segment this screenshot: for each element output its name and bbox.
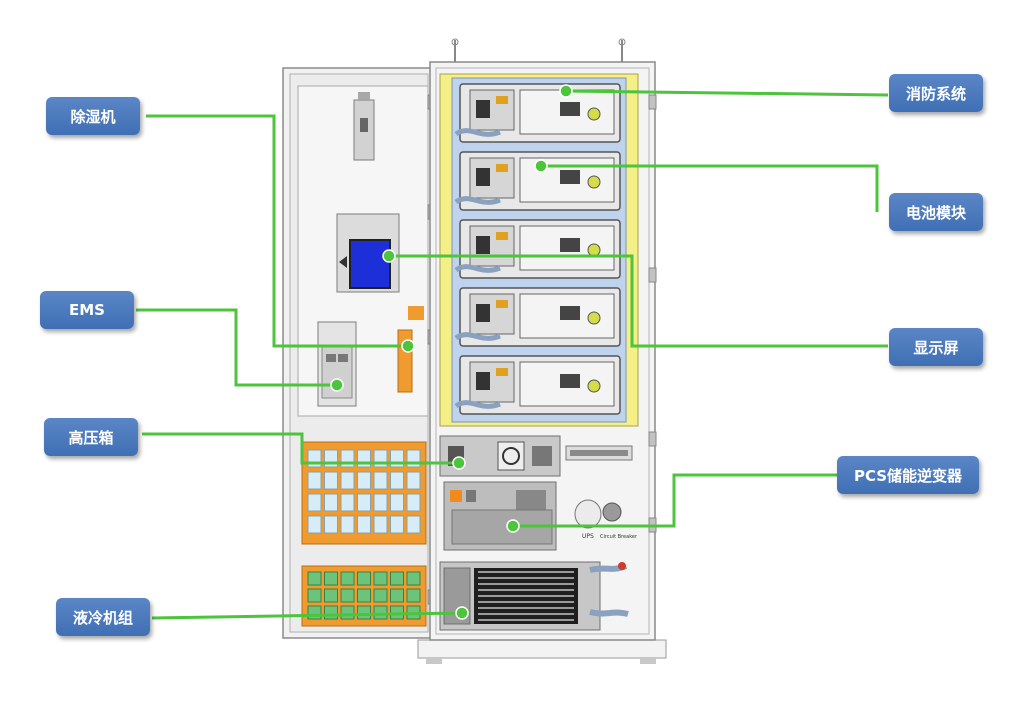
lifting-eye <box>618 38 626 62</box>
breaker-label: Circuit Breaker <box>600 534 638 540</box>
label-ems: EMS <box>40 291 134 329</box>
label-hv-box: 高压箱 <box>44 418 138 456</box>
label-pcs: PCS储能逆变器 <box>837 456 979 494</box>
dot <box>455 606 469 620</box>
hv-cell <box>340 515 355 534</box>
door-orange-bar <box>397 329 413 393</box>
hv-cell <box>307 493 322 512</box>
leader-battery-module <box>541 164 879 212</box>
hv-cell <box>307 515 322 534</box>
hv-cell <box>324 515 338 534</box>
hv-cell <box>406 493 421 512</box>
hv-cell <box>390 493 404 512</box>
label-dehumidifier: 除湿机 <box>46 97 140 135</box>
lc-cell <box>324 571 338 586</box>
hv-cell <box>390 515 404 534</box>
hv-cell <box>390 471 404 490</box>
lifting-eye <box>451 38 459 62</box>
lc-cell <box>373 605 388 620</box>
dot <box>534 159 548 173</box>
lc-cell <box>324 588 338 603</box>
lc-cell <box>357 605 371 620</box>
hv-cell <box>373 493 388 512</box>
dot <box>401 339 415 353</box>
dot <box>382 249 396 263</box>
leader-display <box>389 254 888 348</box>
cabinet-foot <box>640 658 656 664</box>
liquid-cooling-unit <box>439 561 629 631</box>
lc-cell <box>340 588 355 603</box>
hv-cell <box>324 471 338 490</box>
battery-module <box>454 83 621 143</box>
leader-hv-box <box>142 432 459 465</box>
dehumidifier-unit <box>353 92 375 161</box>
lc-cell <box>373 588 388 603</box>
hv-cell <box>307 471 322 490</box>
hv-cell <box>340 493 355 512</box>
hv-cell <box>373 471 388 490</box>
lc-cell <box>307 605 322 620</box>
hv-cell <box>406 471 421 490</box>
battery-rack <box>439 73 639 427</box>
lc-cell <box>357 571 371 586</box>
hv-cell <box>357 471 371 490</box>
display-unit <box>336 213 400 293</box>
leader-pcs <box>513 473 837 528</box>
dot <box>330 378 344 392</box>
lc-cell <box>307 571 322 586</box>
label-liquid-cooling: 液冷机组 <box>56 598 150 636</box>
leader-dots <box>330 84 573 620</box>
lc-cell <box>390 588 404 603</box>
leader-ems <box>136 308 337 387</box>
lc-cell <box>357 588 371 603</box>
dot <box>506 519 520 533</box>
hv-cell <box>373 515 388 534</box>
pcs-unit: UPS Circuit Breaker <box>439 435 638 551</box>
leader-lines <box>136 89 889 620</box>
hv-cell <box>357 515 371 534</box>
ems-unit <box>317 321 357 407</box>
lc-cell <box>340 571 355 586</box>
lc-cell <box>406 571 421 586</box>
cabinet-foot <box>426 658 442 664</box>
leader-liquid-cooling <box>151 611 463 620</box>
label-battery-module: 电池模块 <box>889 193 983 231</box>
hv-cell <box>324 493 338 512</box>
door-orange-block <box>408 306 424 320</box>
hv-box-panel <box>301 441 427 545</box>
lc-cell <box>390 571 404 586</box>
cabinet-base <box>417 639 667 659</box>
leader-fire-system <box>565 89 889 97</box>
lc-cell <box>324 605 338 620</box>
battery-module <box>454 355 621 415</box>
lc-cell <box>406 588 421 603</box>
display-screen <box>349 239 391 289</box>
liquid-cooling-panel <box>301 565 427 627</box>
lc-cell <box>340 605 355 620</box>
label-display: 显示屏 <box>889 328 983 366</box>
hv-cell <box>340 471 355 490</box>
hv-cell <box>406 515 421 534</box>
dot <box>559 84 573 98</box>
dot <box>452 456 466 470</box>
label-fire-system: 消防系统 <box>889 74 983 112</box>
battery-module <box>454 287 621 347</box>
ups-label: UPS <box>582 533 594 540</box>
lc-cell <box>307 588 322 603</box>
battery-module <box>454 219 621 279</box>
hv-cell <box>357 493 371 512</box>
lc-cell <box>373 571 388 586</box>
leader-dehumidifier <box>146 114 408 348</box>
